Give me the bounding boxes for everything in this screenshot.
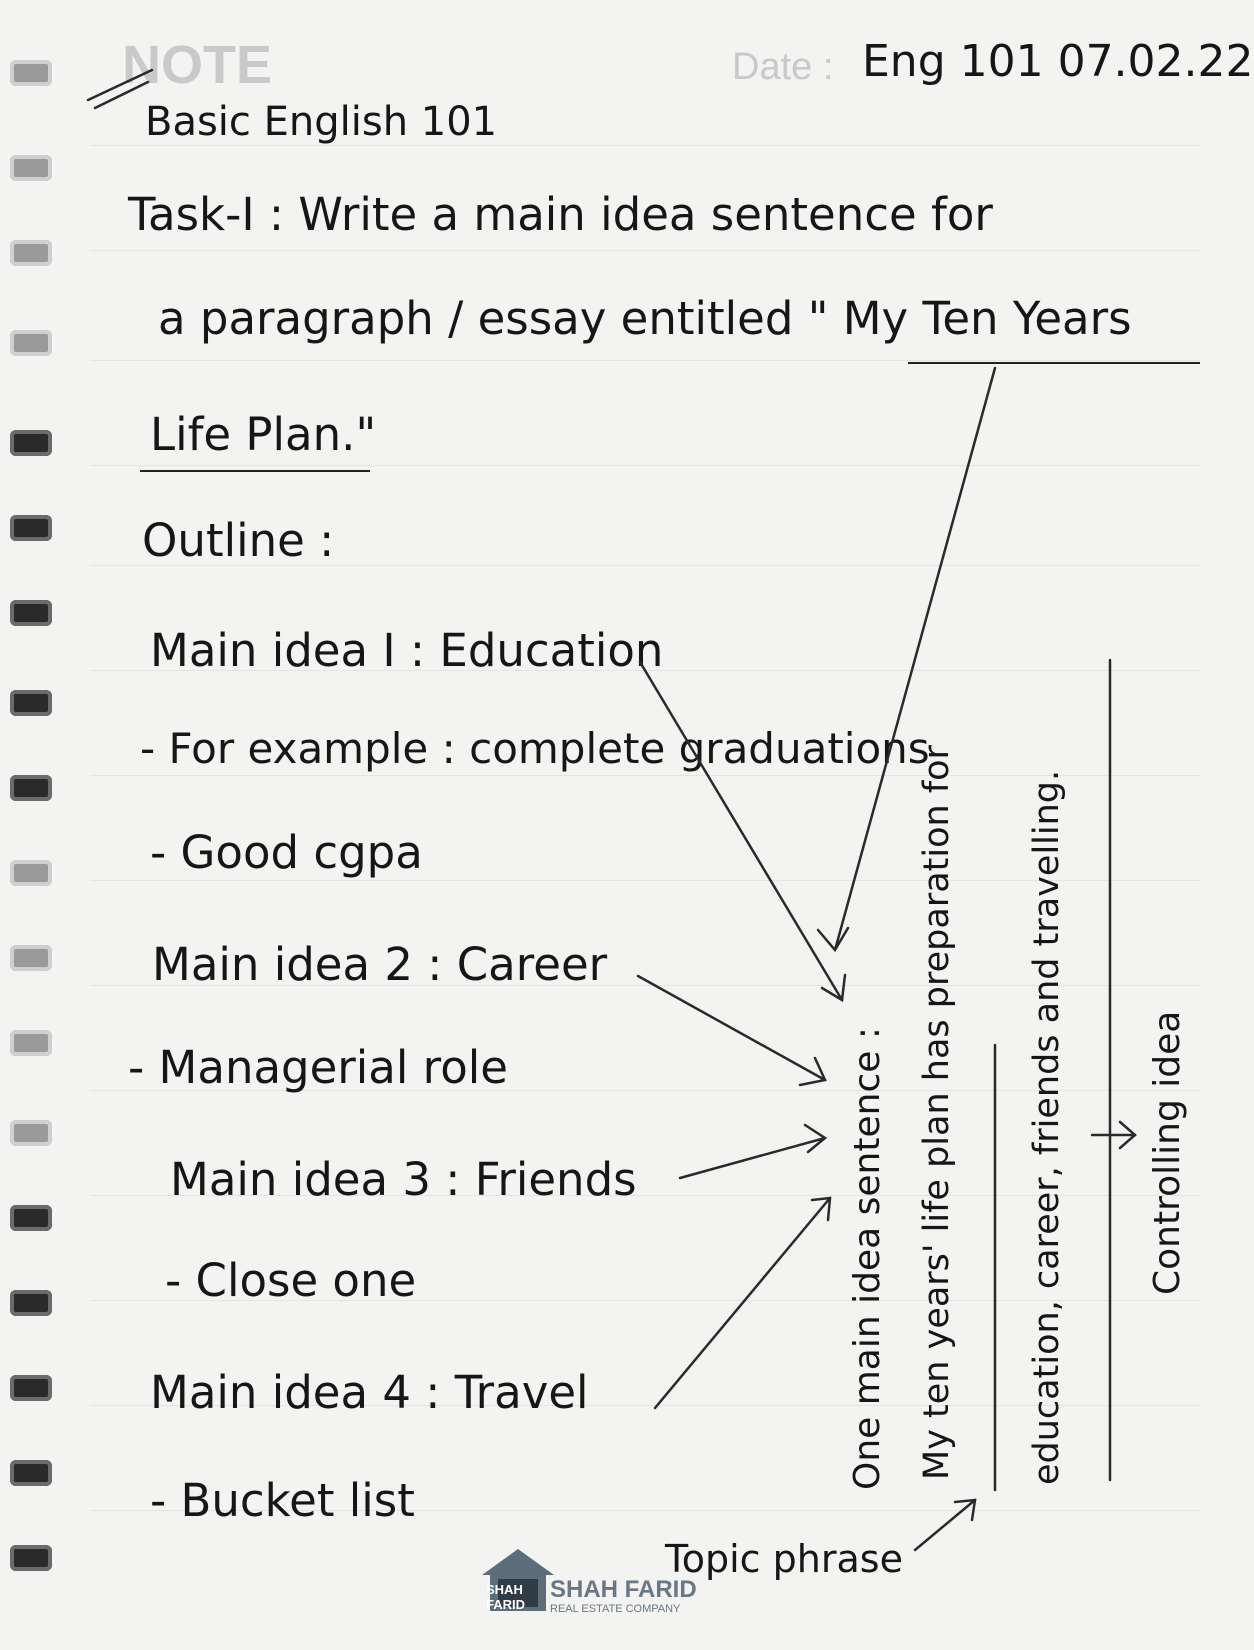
task-line-2: a paragraph / essay entitled " My Ten Ye… (158, 292, 1132, 345)
sub-point-2: - Managerial role (128, 1041, 508, 1094)
logo-mark-text: SHAH FARID (486, 1582, 525, 1612)
topic-phrase-label: Topic phrase (665, 1537, 903, 1581)
binding-ring (10, 945, 52, 971)
arrow-topic-phrase (913, 1498, 977, 1552)
annotation-arrows (86, 68, 1137, 1552)
ruled-line (90, 1300, 1200, 1301)
ruled-line (90, 775, 1200, 776)
house-logo-icon (482, 1549, 554, 1611)
sub-point-3: - Close one (165, 1254, 417, 1307)
title-underline (908, 362, 1200, 364)
brand-tagline: REAL ESTATE COMPANY (550, 1603, 681, 1615)
arrow-education (638, 660, 844, 1002)
binding-ring (10, 155, 52, 181)
task-line-3: Life Plan." (150, 408, 377, 461)
binding-ring (10, 1545, 52, 1571)
binding-ring (10, 1460, 52, 1486)
ruled-line (90, 565, 1200, 566)
ruled-line (90, 145, 1200, 146)
arrow-title (833, 366, 997, 952)
sub-point-1a: - For example : complete graduations (140, 724, 930, 773)
binding-ring (10, 1030, 52, 1056)
brand-name: SHAH FARID (550, 1576, 697, 1603)
binding-ring (10, 330, 52, 356)
binding-ring (10, 1120, 52, 1146)
binding-ring (10, 1290, 52, 1316)
notebook-page: NOTE Date : Eng 101 07.02.22 Basic Engli… (10, 38, 1254, 1615)
main-idea-3: Main idea 3 : Friends (170, 1153, 637, 1206)
main-idea-2: Main idea 2 : Career (152, 938, 608, 991)
binding-ring (10, 240, 52, 266)
ruled-line (90, 1090, 1200, 1091)
date-label: Date : (732, 46, 834, 88)
ruled-line (90, 250, 1200, 251)
ruled-line (90, 360, 1200, 361)
main-idea-1: Main idea I : Education (150, 624, 664, 677)
title-underline (140, 470, 370, 472)
date-value: Eng 101 07.02.22 (862, 36, 1254, 87)
binding-ring (10, 60, 52, 86)
arrow-travel (653, 1196, 832, 1410)
course-title: Basic English 101 (145, 99, 498, 145)
ruled-line (90, 1405, 1200, 1406)
sub-point-4: - Bucket list (150, 1474, 415, 1527)
arrow-career (636, 974, 827, 1082)
binding-ring (10, 430, 52, 456)
ruled-line (90, 880, 1200, 881)
binding-ring (10, 860, 52, 886)
ruled-line (90, 985, 1200, 986)
binding-ring (10, 690, 52, 716)
outline-heading: Outline : (142, 514, 335, 567)
task-line-1: Task-I : Write a main idea sentence for (128, 188, 993, 241)
binding-ring (10, 1375, 52, 1401)
binding-ring (10, 775, 52, 801)
binding-ring (10, 600, 52, 626)
sub-point-1b: - Good cgpa (150, 826, 423, 879)
binding-ring (10, 515, 52, 541)
ruled-line (90, 1510, 1200, 1511)
main-idea-4: Main idea 4 : Travel (150, 1366, 589, 1419)
ruled-line (90, 1195, 1200, 1196)
ruled-line (90, 465, 1200, 466)
arrow-friends (678, 1136, 827, 1180)
binding-ring (10, 1205, 52, 1231)
